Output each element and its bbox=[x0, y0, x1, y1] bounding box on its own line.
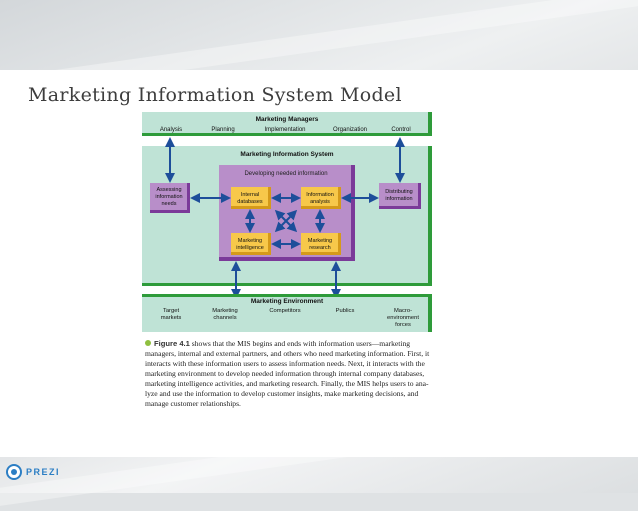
managers-heading: Marketing Managers bbox=[256, 116, 319, 123]
svg-text:forces: forces bbox=[395, 322, 411, 328]
manager-item: Planning bbox=[211, 127, 234, 133]
bullet-dot bbox=[145, 340, 151, 346]
managers-band bbox=[142, 112, 432, 136]
svg-text:Marketing: Marketing bbox=[212, 308, 237, 314]
distributing-line: Distributing bbox=[385, 189, 413, 195]
assessing-line: Assessing bbox=[156, 187, 181, 193]
mis-heading: Marketing Information System bbox=[240, 151, 333, 158]
developing-label: Developing needed information bbox=[244, 171, 327, 177]
assessing-line: information bbox=[155, 194, 182, 200]
prezi-icon bbox=[6, 464, 22, 480]
environment-band bbox=[142, 294, 432, 332]
svg-text:Marketing: Marketing bbox=[308, 238, 332, 244]
distributing-line: information bbox=[385, 196, 412, 202]
flow-arrows bbox=[165, 137, 405, 299]
svg-text:analysis: analysis bbox=[310, 199, 330, 205]
information-analysis-box bbox=[301, 187, 341, 209]
prezi-logo: PREZI bbox=[6, 464, 60, 480]
assessing-box bbox=[150, 183, 190, 213]
svg-text:Competitors: Competitors bbox=[269, 308, 300, 314]
svg-text:Marketing: Marketing bbox=[238, 238, 262, 244]
figure-caption: Figure 4.1 shows that the MIS begins and… bbox=[145, 339, 430, 408]
svg-text:research: research bbox=[309, 245, 330, 251]
svg-text:Target: Target bbox=[163, 308, 180, 314]
assessing-line: needs bbox=[162, 201, 177, 207]
svg-text:Internal: Internal bbox=[241, 192, 259, 198]
manager-item: Analysis bbox=[160, 127, 182, 133]
manager-item: Organization bbox=[333, 127, 367, 133]
svg-text:databases: databases bbox=[237, 199, 263, 205]
slide-title: Marketing Information System Model bbox=[28, 84, 402, 106]
manager-item: Control bbox=[391, 127, 410, 133]
svg-text:channels: channels bbox=[213, 315, 236, 321]
internal-databases-box bbox=[231, 187, 271, 209]
svg-text:Macro-: Macro- bbox=[394, 308, 412, 314]
mis-diagram: Marketing Managers Analysis Planning Imp… bbox=[142, 112, 432, 332]
svg-text:Publics: Publics bbox=[336, 308, 355, 314]
marketing-research-box bbox=[301, 233, 341, 255]
manager-item: Implementation bbox=[264, 127, 305, 133]
svg-text:Information: Information bbox=[306, 192, 334, 198]
environment-heading: Marketing Environment bbox=[251, 298, 324, 305]
distributing-box bbox=[379, 183, 421, 209]
svg-text:environment: environment bbox=[387, 315, 419, 321]
marketing-intelligence-box bbox=[231, 233, 271, 255]
svg-text:markets: markets bbox=[161, 315, 182, 321]
figure-label: Figure 4.1 bbox=[154, 339, 190, 348]
svg-text:intelligence: intelligence bbox=[236, 245, 264, 251]
